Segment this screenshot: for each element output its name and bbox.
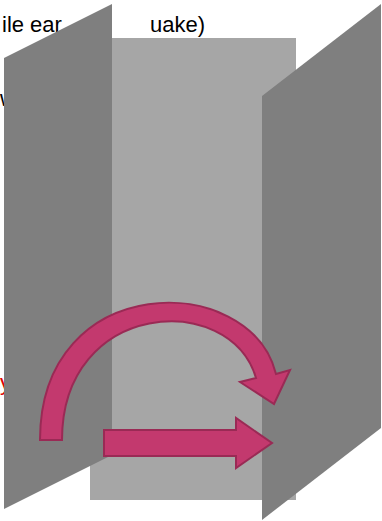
fragment-text: uake) xyxy=(150,14,205,36)
right-wall xyxy=(262,4,381,520)
straight-arrow xyxy=(104,418,272,468)
curved-arrow xyxy=(40,303,290,440)
fragment-text: ile ear xyxy=(2,14,62,36)
